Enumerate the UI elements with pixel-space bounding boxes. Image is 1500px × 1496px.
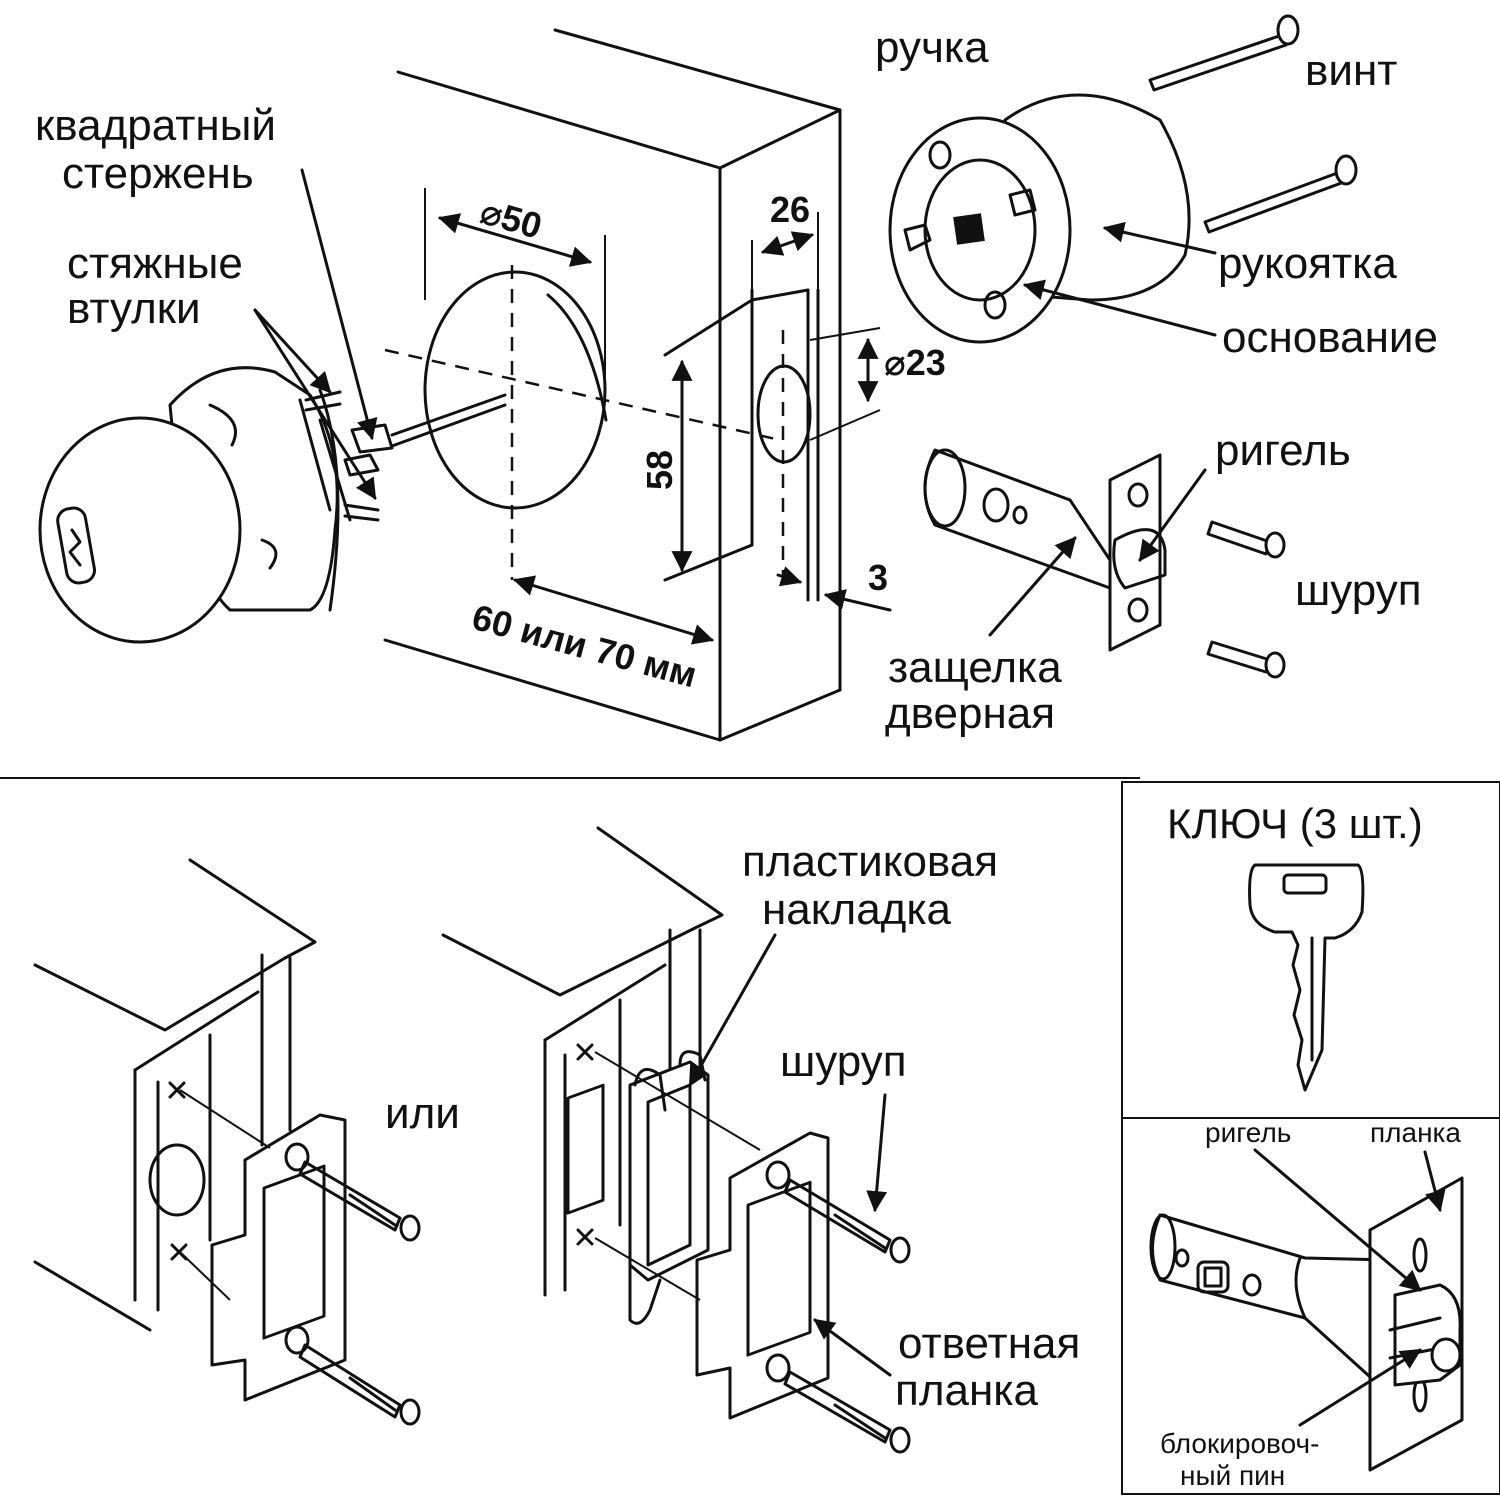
backset-label: 60 или 70 мм — [468, 596, 701, 695]
axis-lines — [384, 265, 785, 580]
edge-hole-diameter-label: ⌀23 — [884, 342, 946, 383]
square-rod-label-1: квадратный — [35, 101, 276, 150]
right-strike-plate — [594, 1051, 830, 1420]
left-door-frame — [33, 858, 317, 1332]
bushings-label-1: стяжные — [67, 239, 243, 288]
latch-plate-label: планка — [1370, 1117, 1461, 1148]
screw-bolt-label: винт — [1305, 46, 1397, 95]
left-screw-1 — [298, 1160, 421, 1242]
wood-screw-label: шуруп — [1295, 566, 1422, 615]
strike-plate-label-1: ответная — [898, 1319, 1080, 1368]
lock-pin-label-2: ный пин — [1180, 1460, 1285, 1491]
latch — [923, 448, 1167, 652]
screw-label: шуруп — [780, 1037, 907, 1086]
right-screw-1 — [783, 1178, 911, 1264]
plastic-cover-label-1: пластиковая — [742, 837, 998, 886]
face-bore — [423, 188, 608, 510]
base-label: основание — [1222, 313, 1438, 362]
latch-label-2: дверная — [885, 689, 1055, 738]
plastic-cover — [628, 1050, 710, 1325]
long-screw-1 — [1148, 14, 1300, 92]
key-label: КЛЮЧ (3 шт.) — [1167, 800, 1423, 847]
inner-handle — [888, 93, 1191, 344]
lock-pin-label-1: блокировоч- — [1160, 1428, 1319, 1459]
wood-screw-top-1 — [1206, 520, 1286, 559]
or-label: или — [385, 1089, 460, 1138]
square-rod-label-2: стержень — [62, 149, 254, 198]
plate-depth-label: 3 — [868, 557, 888, 598]
key-box — [1121, 781, 1500, 1119]
left-screw-2 — [298, 1343, 421, 1426]
plastic-cover-label-2: накладка — [762, 885, 952, 934]
plate-width-label: 26 — [770, 189, 810, 230]
handle-label: ручка — [875, 23, 989, 72]
bushings-label-2: втулки — [67, 284, 201, 333]
latch-label-1: защелка — [888, 643, 1062, 692]
wood-screw-top-2 — [1206, 640, 1286, 679]
bolt-label: ригель — [1215, 426, 1351, 475]
strike-plate-label-2: планка — [895, 1366, 1038, 1415]
grip-label: рукоятка — [1218, 239, 1397, 288]
plate-height-label: 58 — [639, 450, 680, 490]
outer-knob — [38, 366, 352, 644]
right-screw-2 — [783, 1370, 911, 1454]
long-screw-2 — [1203, 154, 1358, 234]
door-slab — [383, 28, 842, 742]
edge-recess — [663, 212, 892, 612]
left-strike-plate — [179, 1089, 347, 1402]
hole-diameter-label: ⌀50 — [476, 190, 547, 246]
latch-bolt-label: ригель — [1205, 1117, 1291, 1148]
